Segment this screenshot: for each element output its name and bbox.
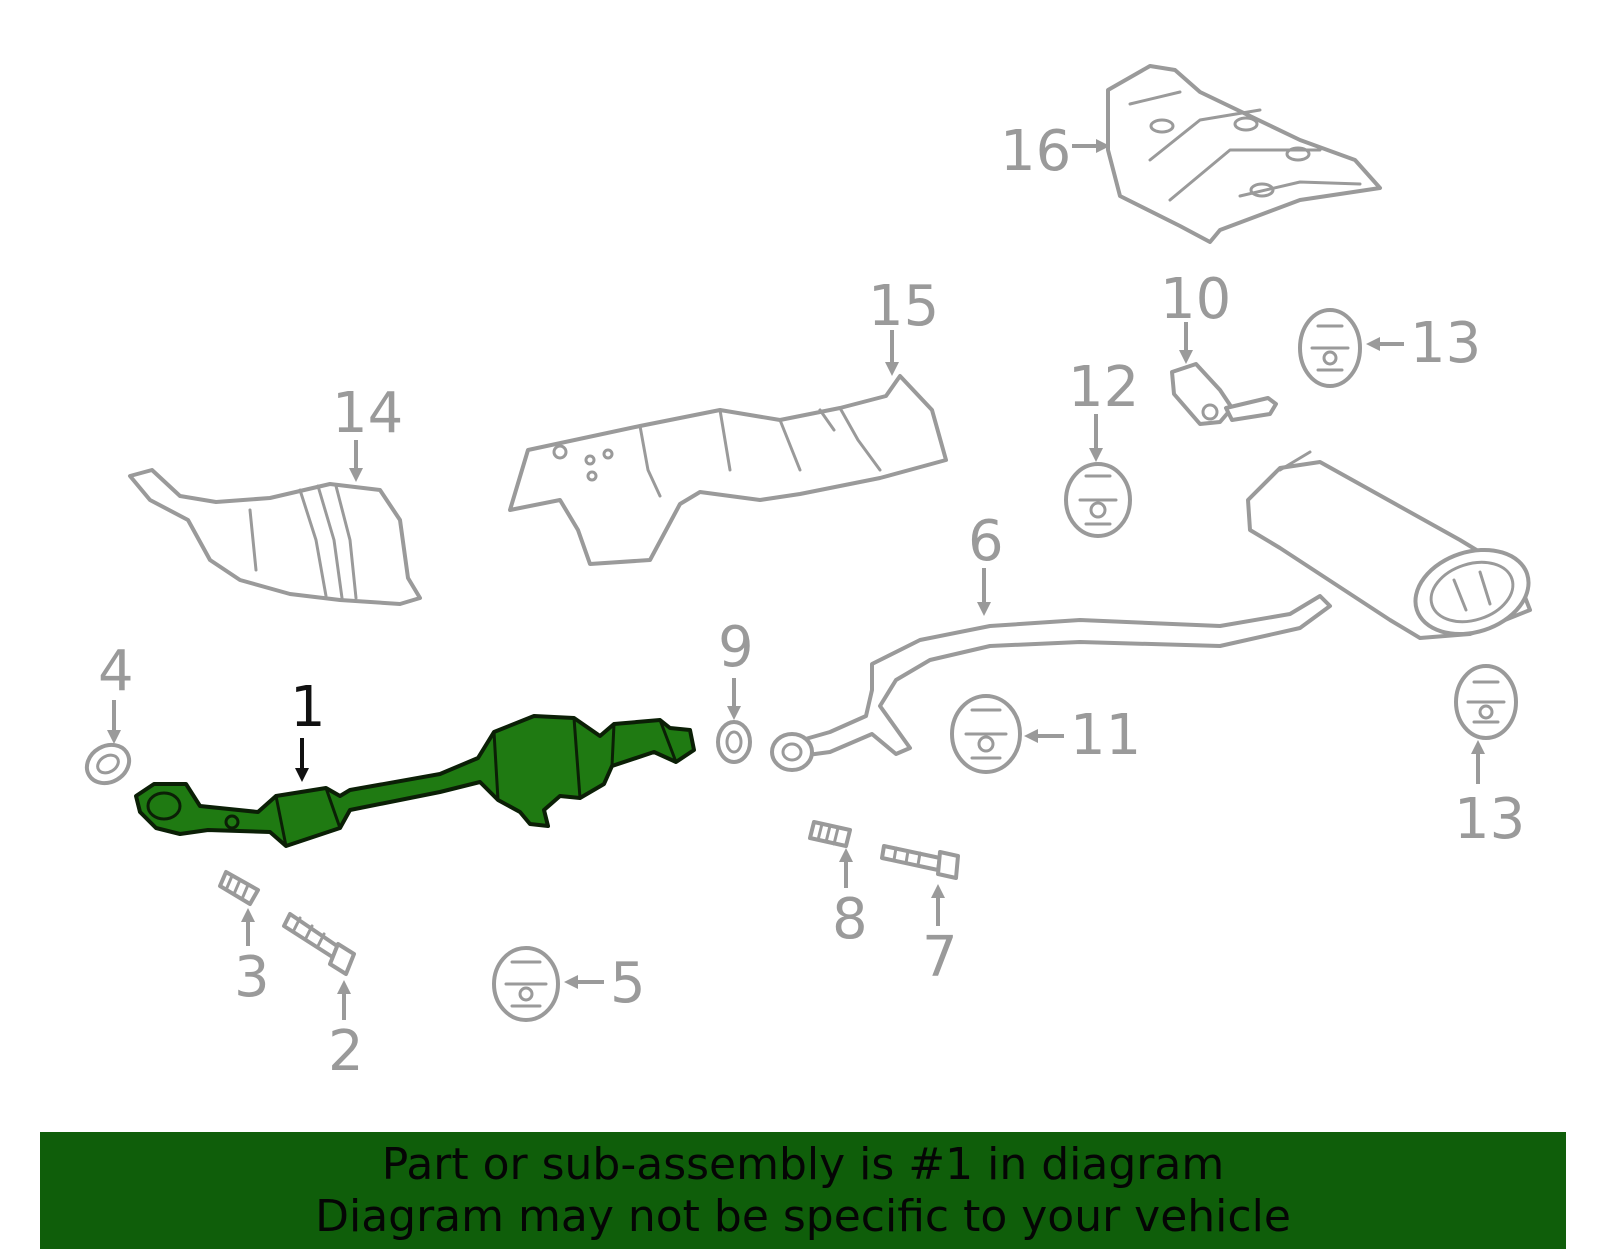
- arrow-1: [295, 738, 309, 782]
- part-2-bolt: [282, 912, 356, 976]
- callout-12: 12: [1068, 355, 1139, 420]
- arrow-10: [1179, 322, 1193, 364]
- arrow-3: [241, 908, 255, 946]
- part-5-isolator: [492, 946, 560, 1022]
- callout-7: 7: [922, 925, 958, 990]
- arrow-8: [839, 848, 853, 888]
- part-9-gasket: [716, 720, 752, 764]
- arrow-5: [564, 975, 604, 989]
- part-10-bracket: [1170, 362, 1278, 426]
- part-11-isolator: [950, 694, 1022, 774]
- part-14-heat-shield: [128, 468, 422, 606]
- arrow-13-lower: [1471, 740, 1485, 784]
- callout-5: 5: [610, 951, 646, 1016]
- callout-14: 14: [332, 381, 403, 446]
- arrow-7: [931, 884, 945, 926]
- callout-2: 2: [328, 1019, 364, 1084]
- part-16-heat-shield: [1106, 64, 1382, 244]
- arrow-2: [337, 980, 351, 1020]
- callout-1: 1: [290, 675, 326, 740]
- callout-9: 9: [718, 615, 754, 680]
- part-13-isolator-upper: [1298, 308, 1362, 388]
- arrow-6: [977, 568, 991, 616]
- callout-13-lower: 13: [1454, 787, 1525, 852]
- part-4-gasket: [84, 742, 132, 786]
- callout-3: 3: [234, 945, 270, 1010]
- part-7-bolt: [880, 844, 960, 880]
- arrow-13-upper: [1366, 337, 1404, 351]
- part-8-spring: [808, 820, 852, 848]
- arrow-11: [1024, 729, 1064, 743]
- banner-line-1: Part or sub-assembly is #1 in diagram: [381, 1138, 1225, 1190]
- notice-banner: Part or sub-assembly is #1 in diagram Di…: [40, 1132, 1566, 1249]
- part-3-spring: [218, 870, 260, 906]
- part-1-converter-assembly: [134, 714, 696, 848]
- arrow-15: [885, 330, 899, 376]
- arrow-14: [349, 440, 363, 482]
- arrow-9: [727, 678, 741, 720]
- callout-10: 10: [1160, 267, 1231, 332]
- callout-6: 6: [968, 509, 1004, 574]
- arrow-12: [1089, 414, 1103, 462]
- part-15-heat-shield: [508, 374, 948, 566]
- callout-8: 8: [832, 887, 868, 952]
- arrow-16: [1072, 139, 1110, 153]
- banner-line-2: Diagram may not be specific to your vehi…: [315, 1190, 1291, 1242]
- callout-11: 11: [1070, 703, 1141, 768]
- callout-13-upper: 13: [1410, 311, 1481, 376]
- arrow-4: [107, 700, 121, 744]
- part-12-isolator: [1064, 462, 1132, 538]
- part-13-isolator-lower: [1454, 664, 1518, 740]
- part-6-tailpipe-muffler: [770, 450, 1532, 772]
- callout-4: 4: [98, 639, 134, 704]
- callout-15: 15: [868, 274, 939, 339]
- callout-16: 16: [1000, 119, 1071, 184]
